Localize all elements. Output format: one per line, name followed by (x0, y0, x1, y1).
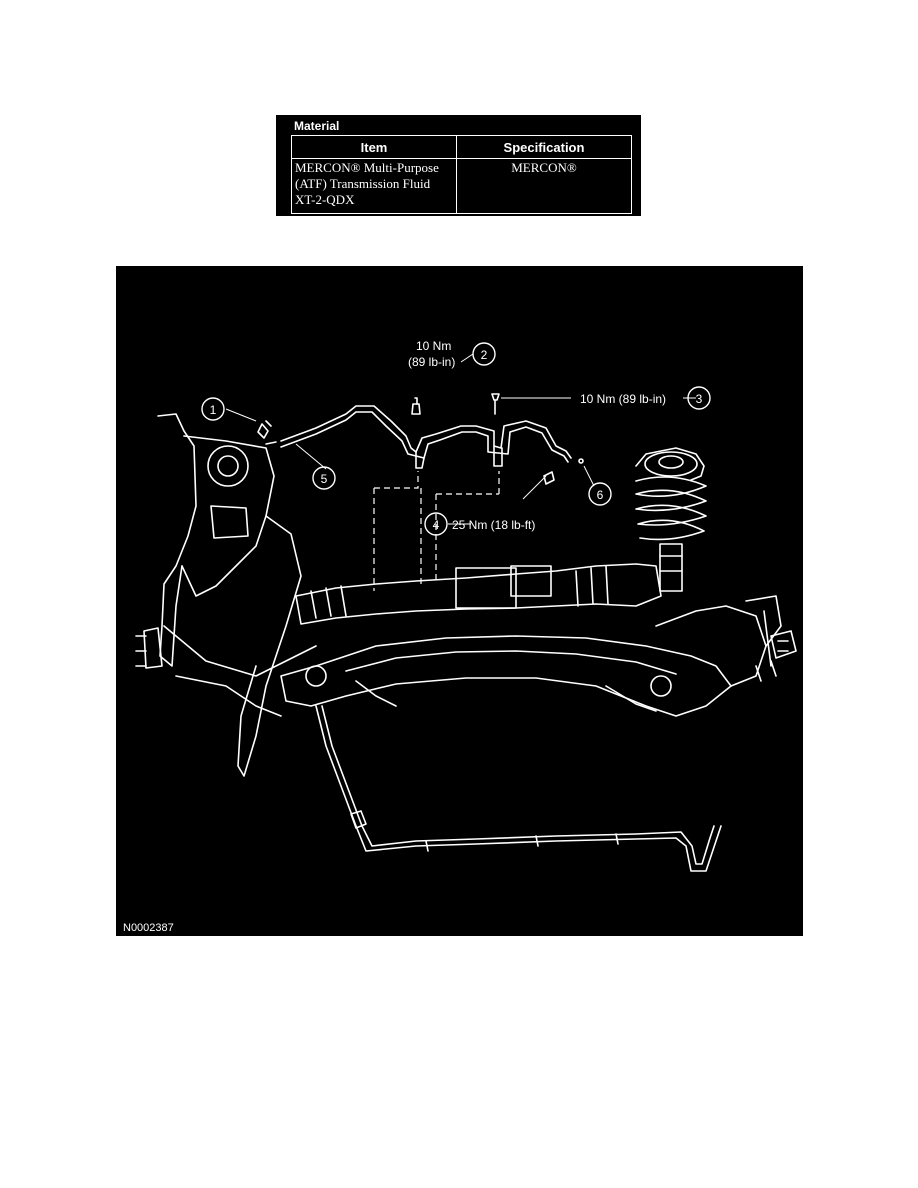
right-coil-spring (635, 476, 707, 541)
left-spring-seat (207, 445, 249, 487)
callout-3-circle (687, 386, 711, 410)
figure-id: N0002387 (123, 922, 174, 934)
clip-6 (578, 458, 584, 464)
callout-4-torque: 25 Nm (18 lb-ft) (452, 518, 535, 532)
item-line: XT-2-QDX (295, 192, 355, 207)
material-table: Item Specification MERCON® Multi-Purpose… (291, 135, 632, 214)
bolt-2 (411, 403, 421, 415)
callout-4-circle (424, 512, 448, 536)
subframe (280, 635, 732, 717)
callout-2-number: 2 (481, 348, 488, 362)
bolt-3 (491, 393, 500, 401)
material-table-panel: Material Item Specification MERCON® Mult… (276, 115, 641, 216)
callout-5-number: 5 (321, 472, 328, 486)
steering-gear (295, 563, 662, 625)
callout-2-torque-lbin: (89 lb-in) (408, 355, 455, 369)
bolt-4 (543, 471, 555, 485)
table-row: MERCON® Multi-Purpose (ATF) Transmission… (291, 158, 632, 214)
right-strut-top (635, 447, 705, 481)
table-header-row: Item Specification (291, 135, 632, 159)
item-header: Item (291, 135, 457, 159)
specification-cell: MERCON® (456, 158, 632, 214)
lower-fluid-line (315, 705, 722, 872)
material-title: Material (294, 119, 340, 133)
cooler-tube (280, 405, 572, 459)
right-lower-arm (655, 605, 767, 687)
callout-2-circle (472, 342, 496, 366)
left-knuckle-body (181, 435, 275, 597)
callout-3-torque: 10 Nm (89 lb-in) (580, 392, 666, 406)
item-line: (ATF) Transmission Fluid (295, 176, 431, 191)
callout-5-circle (312, 466, 336, 490)
callout-4-number: 4 (433, 518, 440, 532)
callout-2-torque-nm: 10 Nm (416, 339, 451, 353)
item-line: MERCON® Multi-Purpose (295, 160, 439, 175)
chassis-illustration: 1 2 3 4 5 6 10 Nm (89 lb-in) 10 Nm (89 l… (116, 266, 803, 936)
callout-6-number: 6 (597, 488, 604, 502)
callout-3-number: 3 (696, 392, 703, 406)
callout-1-circle (201, 397, 225, 421)
left-lower-arm (163, 625, 317, 677)
left-knuckle-outline (157, 413, 197, 667)
callout-6-circle (588, 482, 612, 506)
specification-header: Specification (456, 135, 632, 159)
item-cell: MERCON® Multi-Purpose (ATF) Transmission… (291, 158, 457, 214)
subframe-drawing: 1 2 3 4 5 6 10 Nm (89 lb-in) 10 Nm (89 l… (135, 339, 797, 872)
callout-1-number: 1 (210, 403, 217, 417)
